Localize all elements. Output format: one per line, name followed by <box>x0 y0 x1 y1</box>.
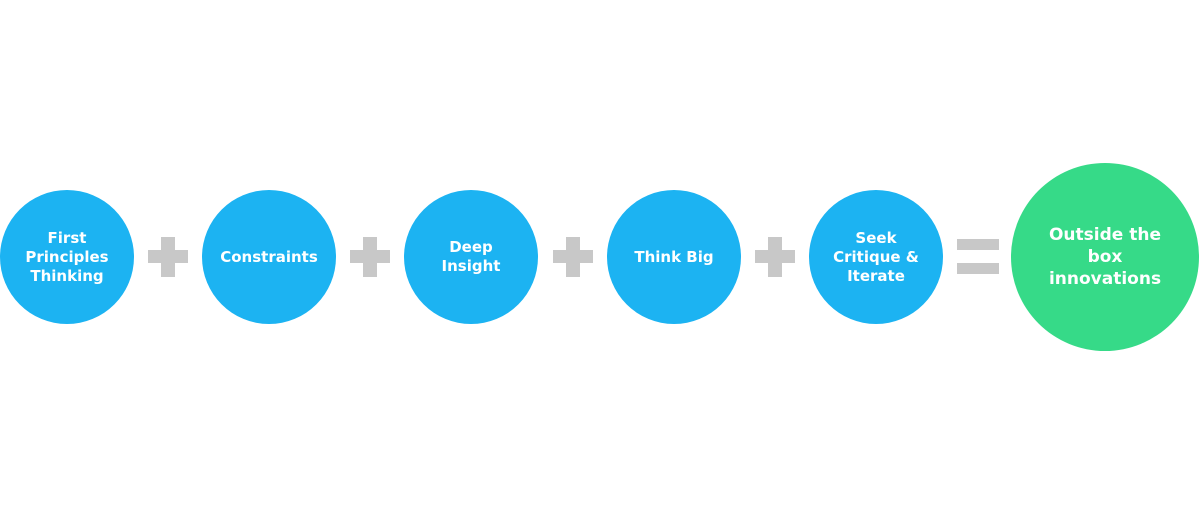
circle-outside-the-box-innovations: Outside the box innovations <box>1011 163 1199 351</box>
circle-label: Think Big <box>634 247 714 266</box>
equals-icon <box>957 239 999 275</box>
plus-icon <box>148 237 188 277</box>
equals-bar-bottom <box>957 263 999 274</box>
circle-first-principles-thinking: First Principles Thinking <box>0 190 134 324</box>
circle-deep-insight: Deep Insight <box>404 190 538 324</box>
circle-think-big: Think Big <box>607 190 741 324</box>
plus-bar-vertical <box>768 237 782 277</box>
circle-label: Outside the box innovations <box>1048 225 1162 289</box>
circle-seek-critique-iterate: Seek Critique & Iterate <box>809 190 943 324</box>
plus-icon <box>755 237 795 277</box>
circle-label: First Principles Thinking <box>25 228 109 285</box>
equals-bar-top <box>957 239 999 250</box>
plus-bar-vertical <box>363 237 377 277</box>
circle-label: Deep Insight <box>441 238 501 275</box>
circle-label: Seek Critique & Iterate <box>833 228 919 285</box>
plus-bar-vertical <box>566 237 580 277</box>
circle-constraints: Constraints <box>202 190 336 324</box>
plus-icon <box>553 237 593 277</box>
plus-icon <box>350 237 390 277</box>
plus-bar-vertical <box>161 237 175 277</box>
circle-label: Constraints <box>220 247 318 266</box>
